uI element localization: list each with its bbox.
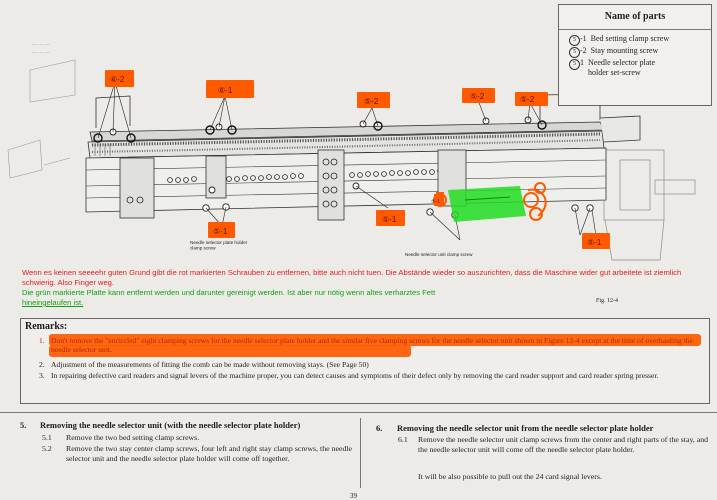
needle-unit-clamp-label: Needle selector unit clamp screw [405,252,473,257]
machine-diagram: — — — — — — [7,42,696,261]
callout-label: ⑤-1 [587,238,602,247]
remark-text: Don't remove the "encircled" eight clamp… [51,336,693,354]
red-note: Wenn es keinen seeeehr guten Grund gibt … [22,268,682,287]
callout-label: ⑤-1 [431,199,440,205]
figure-label: Fig. 12-4 [596,298,619,304]
part-name: Bed setting clamp screw [590,34,670,43]
remark-text: Adjustment of the measurements of fittin… [51,360,369,369]
part-name: Stay mounting screw [590,46,659,55]
part-number: 5 [569,35,580,46]
remark-item-1: 1. Don't remove the "encircled" eight cl… [39,336,701,354]
part-suffix: -2 [580,46,587,55]
page-number: 39 [350,492,357,500]
svg-text:— — —: — — — [32,50,50,56]
remarks-title: Remarks: [25,321,68,332]
remark-item-3: 3. In repairing defective card readers a… [39,371,701,380]
callout-label: ⑥-1 [218,86,233,95]
remark-text: In repairing defective card readers and … [51,371,659,380]
green-removable-plate [448,186,526,222]
green-note-line2: hineingelaufen ist. [22,298,84,307]
section-5-2-text: Remove the two stay center clamp screws,… [66,444,352,463]
left-side-fragment [7,59,76,179]
section-6-number: 6. [376,423,383,433]
remark-number: 2. [39,360,45,369]
section-6-1-text: Remove the needle selector unit clamp sc… [418,435,708,454]
right-side-fragment [603,149,696,261]
callout-label: ⑤-2 [470,92,485,101]
remark-highlight [49,334,701,346]
part-item: 5-1 Bed setting clamp screw [569,34,711,46]
part-number: 5 [569,59,580,70]
part-name: Needle selector plate holder set-screw [588,58,656,77]
parts-box: Name of parts 5-1 Bed setting clamp scre… [558,4,712,106]
remark-item-2: 2. Adjustment of the measurements of fit… [39,360,701,369]
section-divider [0,412,717,413]
section-5-title: Removing the needle selector unit (with … [40,420,301,430]
main-rail-assembly [85,81,641,241]
callout-label: ⑤-2 [520,95,535,104]
svg-text:— — —: — — — [32,42,50,48]
needle-holder-clamp-label: Needle selector plate holder clamp screw [190,240,248,251]
section-5-1-text: Remove the two bed setting clamp screws. [66,433,200,442]
section-5-number: 5. [20,420,27,430]
remark-highlight [49,345,411,357]
callout-label: ⑤-1 [382,215,397,224]
part-item: 5-2 Stay mounting screw [569,46,711,58]
part-number: 5 [569,47,580,58]
section-5-2-number: 5.2 [42,444,52,453]
parts-list: 5-1 Bed setting clamp screw 5-2 Stay mou… [559,30,711,78]
parts-title: Name of parts [559,5,711,30]
remarks-box: Remarks: 1. Don't remove the "encircled"… [20,318,710,404]
callout-label: ⑤-1 [213,227,228,236]
part-suffix: 1 [580,58,584,67]
annotation-notes: Wenn es keinen seeeehr guten Grund gibt … [22,268,712,308]
callout-label: ⑥-2 [110,75,125,84]
section-5-1-number: 5.1 [42,433,52,442]
section-6-title: Removing the needle selector unit from t… [397,423,654,433]
remark-number: 1. [39,336,45,345]
callout-label: ⑤-2 [364,97,379,106]
column-divider [360,418,361,488]
callouts: ⑥-2 ⑥-1 ⑤-2 ⑤-2 ⑤-2 ⑤-1 ⑤-1 ⑤-1 ⑤-1 [105,70,610,249]
section-6-1b-text: It will be also possible to pull out the… [418,472,602,481]
section-6-1-number: 6.1 [398,435,408,444]
green-note-line1: Die grün markierte Platte kann entfernt … [22,288,436,297]
part-suffix: -1 [580,34,587,43]
remark-number: 3. [39,371,45,380]
green-note: Die grün markierte Platte kann entfernt … [22,288,712,308]
